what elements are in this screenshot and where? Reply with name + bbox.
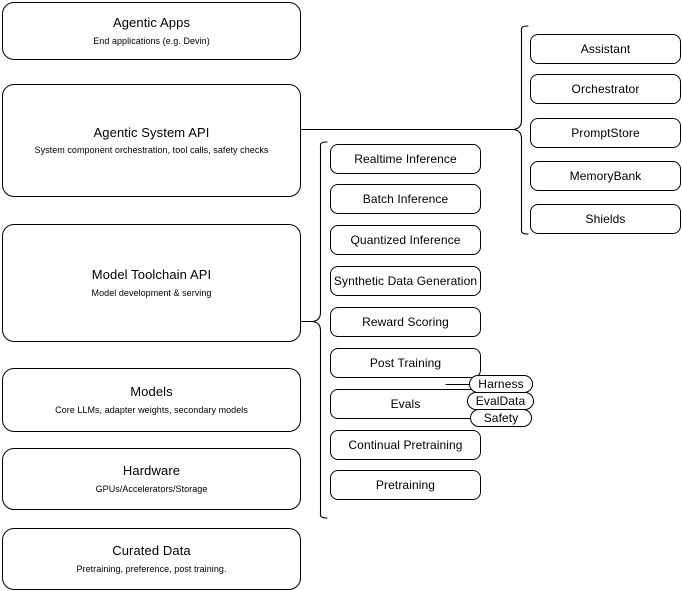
- component-shields[interactable]: Shields: [530, 204, 681, 234]
- component-assistant[interactable]: Assistant: [530, 34, 681, 64]
- layer-models[interactable]: Models Core LLMs, adapter weights, secon…: [2, 368, 301, 432]
- layer-agentic-system-api[interactable]: Agentic System API System component orch…: [2, 84, 301, 197]
- capability-reward-scoring[interactable]: Reward Scoring: [330, 307, 481, 337]
- component-orchestrator[interactable]: Orchestrator: [530, 74, 681, 104]
- layer-title: Curated Data: [112, 543, 191, 559]
- layer-model-toolchain-api[interactable]: Model Toolchain API Model development & …: [2, 224, 301, 342]
- layer-subtitle: Core LLMs, adapter weights, secondary mo…: [55, 404, 248, 415]
- layer-subtitle: GPUs/Accelerators/Storage: [95, 483, 208, 494]
- eval-pill-harness[interactable]: Harness: [469, 375, 533, 393]
- layer-subtitle: End applications (e.g. Devin): [93, 35, 210, 46]
- layer-subtitle: Pretraining, preference, post training.: [76, 563, 227, 574]
- capability-post-training[interactable]: Post Training: [330, 348, 481, 378]
- eval-pill-safety[interactable]: Safety: [470, 409, 532, 427]
- component-memorybank[interactable]: MemoryBank: [530, 161, 681, 191]
- middle-curly-brace: [312, 141, 328, 519]
- layer-agentic-apps[interactable]: Agentic Apps End applications (e.g. Devi…: [2, 2, 301, 60]
- layer-hardware[interactable]: Hardware GPUs/Accelerators/Storage: [2, 448, 301, 510]
- capability-realtime-inference[interactable]: Realtime Inference: [330, 144, 481, 174]
- component-promptstore[interactable]: PromptStore: [530, 118, 681, 148]
- right-curly-brace: [513, 25, 529, 235]
- layer-title: Agentic Apps: [112, 15, 191, 31]
- layer-title: Models: [130, 384, 173, 400]
- capability-continual-pretraining[interactable]: Continual Pretraining: [330, 430, 481, 460]
- eval-pill-evaldata[interactable]: EvalData: [467, 392, 534, 410]
- layer-subtitle: Model development & serving: [91, 287, 212, 298]
- layer-title: Model Toolchain API: [91, 267, 212, 283]
- layer-subtitle: System component orchestration, tool cal…: [34, 145, 269, 155]
- layer-curated-data[interactable]: Curated Data Pretraining, preference, po…: [2, 528, 301, 590]
- capability-batch-inference[interactable]: Batch Inference: [330, 184, 481, 214]
- capability-pretraining[interactable]: Pretraining: [330, 470, 481, 500]
- capability-evals[interactable]: Evals: [330, 389, 481, 419]
- capability-quantized-inference[interactable]: Quantized Inference: [330, 225, 481, 255]
- layer-title: Hardware: [122, 463, 181, 479]
- layer-title: Agentic System API: [93, 124, 210, 140]
- capability-synthetic-data-generation[interactable]: Synthetic Data Generation: [330, 266, 481, 296]
